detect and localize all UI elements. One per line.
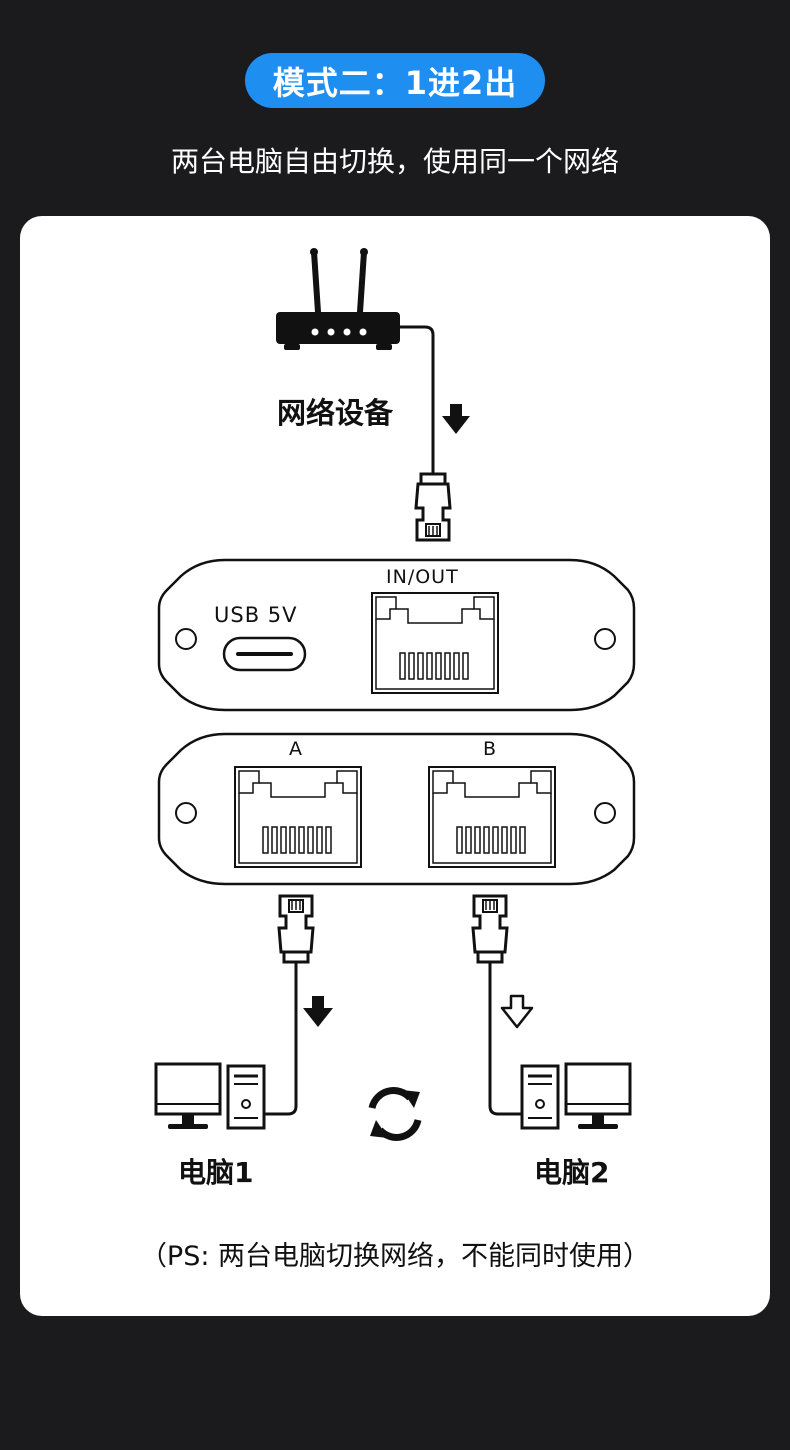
- mount-hole-icon: [175, 628, 197, 650]
- rj45-port-in-out-icon: [371, 592, 499, 694]
- mode-title: 模式二：1进2出: [272, 63, 518, 102]
- port-b-label: B: [483, 738, 497, 760]
- mode-title-badge: 模式二：1进2出: [245, 53, 545, 108]
- rj45-port-b-icon: [428, 766, 556, 868]
- mount-hole-icon: [175, 802, 197, 824]
- ethernet-plug-icon: [277, 894, 315, 964]
- arrow-down-icon: [442, 404, 470, 434]
- router-cable: [400, 325, 435, 474]
- ethernet-plug-icon: [471, 894, 509, 964]
- arrow-down-outline-icon: [500, 994, 534, 1029]
- port-in-out-label: IN/OUT: [386, 566, 459, 588]
- usage-note: （PS: 两台电脑切换网络，不能同时使用）: [139, 1241, 651, 1272]
- cable-to-computer1: [264, 962, 298, 1116]
- rj45-port-a-icon: [234, 766, 362, 868]
- computer1-icon: [154, 1062, 266, 1130]
- computer2-label: 电脑2: [534, 1156, 610, 1189]
- port-a-label: A: [289, 738, 302, 760]
- mount-hole-icon: [594, 628, 616, 650]
- network-device-label: 网络设备: [277, 396, 394, 430]
- subtitle: 两台电脑自由切换，使用同一个网络: [170, 145, 619, 178]
- switch-module-bottom: [157, 732, 636, 886]
- router-icon: [276, 248, 400, 350]
- computer1-label: 电脑1: [178, 1156, 254, 1189]
- usb-label: USB 5V: [214, 603, 298, 627]
- mount-hole-icon: [594, 802, 616, 824]
- ethernet-plug-icon: [414, 472, 452, 542]
- computer2-icon: [520, 1062, 632, 1130]
- cable-to-computer2: [488, 962, 522, 1116]
- arrow-down-icon: [303, 996, 333, 1027]
